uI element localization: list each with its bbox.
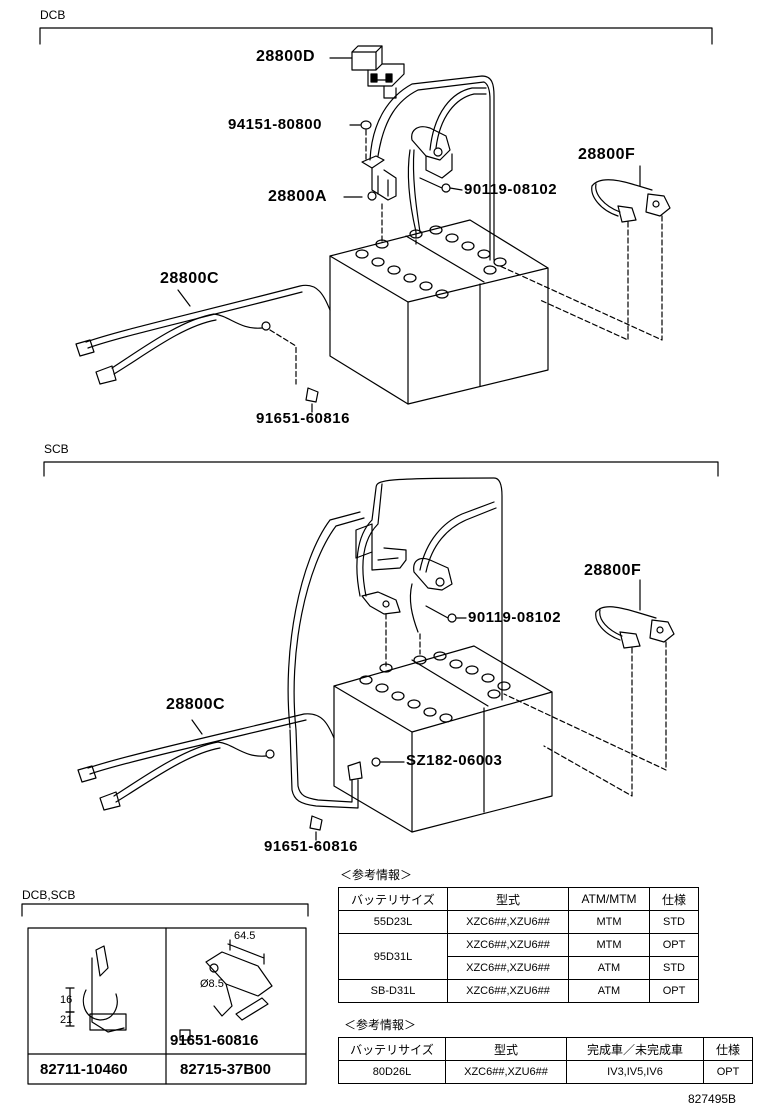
table-cell: OPT <box>649 979 699 1003</box>
battery-caps <box>355 225 507 299</box>
positive-cable-scb <box>356 477 503 701</box>
table-cell: OPT <box>649 933 699 957</box>
terminal-28800a <box>361 155 397 201</box>
part-28800c-scb[interactable]: 28800C <box>166 696 226 713</box>
battery-dcb <box>329 219 549 405</box>
dim-16: 16 <box>60 994 73 1006</box>
dashed-line <box>503 641 667 771</box>
part-28800f-dcb[interactable]: 28800F <box>578 146 636 163</box>
table-cell: 95D31L <box>338 933 448 980</box>
table-cell: STD <box>649 956 699 980</box>
table-row: SB-D31L XZC6##,XZU6## ATM OPT <box>338 979 699 1003</box>
part-sz182-06003[interactable]: SZ182-06003 <box>406 752 503 769</box>
part-28800f-scb[interactable]: 28800F <box>584 562 642 579</box>
scb-bracket <box>43 461 719 477</box>
dcb-bracket <box>39 27 713 45</box>
table-cell: 80D26L <box>338 1060 446 1084</box>
table-header: 型式 <box>447 887 569 911</box>
table-header: バッテリサイズ <box>338 1037 446 1061</box>
table-header-row: バッテリサイズ 型式 ATM/MTM 仕様 <box>338 887 699 911</box>
part-91651-60816-scb[interactable]: 91651-60816 <box>264 838 358 855</box>
table-header: 仕様 <box>649 887 699 911</box>
dashed-line <box>499 215 663 341</box>
reference-table-2: バッテリサイズ 型式 完成車／未完成車 仕様 80D26L XZC6##,XZU… <box>338 1037 753 1084</box>
table-cell: MTM <box>568 933 650 957</box>
table2-title: ＜参考情報＞ <box>344 1018 417 1032</box>
part-28800c-dcb[interactable]: 28800C <box>160 270 220 287</box>
table-cell: XZC6##,XZU6## <box>447 979 569 1003</box>
part-82711-10460[interactable]: 82711-10460 <box>40 1061 128 1078</box>
battery-scb <box>333 645 553 833</box>
section-label-dcb: DCB <box>40 8 66 22</box>
terminal-right-scb <box>409 557 453 633</box>
relay-block-28800d <box>351 45 405 99</box>
positive-cable <box>369 75 495 261</box>
table-cell: ATM <box>568 979 650 1003</box>
document-id: 827495B <box>688 1092 737 1106</box>
terminal-left-scb <box>361 591 401 615</box>
table-row: 55D23L XZC6##,XZU6## MTM STD <box>338 910 699 934</box>
table-header: 型式 <box>445 1037 567 1061</box>
section-label-scb: SCB <box>44 442 69 456</box>
dashed-line <box>543 647 633 797</box>
clamp-82715-drawing <box>179 939 273 1041</box>
part-90119-08102-scb[interactable]: 90119-08102 <box>468 609 562 626</box>
table-header: 完成車／未完成車 <box>566 1037 704 1061</box>
table-cell: MTM <box>568 910 650 934</box>
dashed-line <box>269 329 297 385</box>
table-header: バッテリサイズ <box>338 887 448 911</box>
table-row: 80D26L XZC6##,XZU6## IV3,IV5,IV6 OPT <box>338 1060 753 1084</box>
table-header-row: バッテリサイズ 型式 完成車／未完成車 仕様 <box>338 1037 753 1061</box>
cable-28800f-dcb <box>591 179 671 223</box>
table-cell: OPT <box>703 1060 753 1084</box>
dashed-line <box>539 221 629 341</box>
positive-cable-2 <box>429 87 487 151</box>
dim-21: 21 <box>60 1014 73 1026</box>
table-cell: IV3,IV5,IV6 <box>566 1060 704 1084</box>
battery-caps-scb <box>359 651 511 723</box>
part-82715-37b00[interactable]: 82715-37B00 <box>180 1061 271 1078</box>
table-cell: XZC6##,XZU6## <box>447 933 569 957</box>
table-cell: XZC6##,XZU6## <box>447 956 569 980</box>
table-header: 仕様 <box>703 1037 753 1061</box>
table-cell: XZC6##,XZU6## <box>447 910 569 934</box>
dim-8-5: Ø8.5 <box>200 978 224 990</box>
table-cell: 55D23L <box>338 910 448 934</box>
cable-28800c-dcb <box>75 284 331 385</box>
reference-table-1: バッテリサイズ 型式 ATM/MTM 仕様 55D23L XZC6##,XZU6… <box>338 887 699 1003</box>
part-28800a[interactable]: 28800A <box>268 188 328 205</box>
part-90119-08102-dcb[interactable]: 90119-08102 <box>464 181 558 198</box>
terminal-right-dcb <box>407 126 453 233</box>
part-91651-60816-clamp[interactable]: 91651-60816 <box>170 1032 259 1049</box>
clamp-bracket <box>21 903 309 917</box>
section-label-clamp: DCB,SCB <box>22 888 76 902</box>
part-94151-80800[interactable]: 94151-80800 <box>228 116 322 133</box>
table-cell: SB-D31L <box>338 979 448 1003</box>
table-cell: XZC6##,XZU6## <box>445 1060 567 1084</box>
table-cell: STD <box>649 910 699 934</box>
clamp-box <box>27 927 307 1085</box>
table1-title: ＜参考情報＞ <box>340 868 413 882</box>
table-cell: ATM <box>568 956 650 980</box>
table-row: 95D31L XZC6##,XZU6## MTM OPT <box>338 933 699 980</box>
dim-64-5: 64.5 <box>234 930 256 942</box>
cable-28800f-scb <box>595 606 675 649</box>
part-28800d[interactable]: 28800D <box>256 48 316 65</box>
table-header: ATM/MTM <box>568 887 650 911</box>
cable-28800c-scb <box>77 713 363 811</box>
part-91651-60816-dcb[interactable]: 91651-60816 <box>256 410 350 427</box>
clamp-82711-drawing <box>65 945 127 1033</box>
